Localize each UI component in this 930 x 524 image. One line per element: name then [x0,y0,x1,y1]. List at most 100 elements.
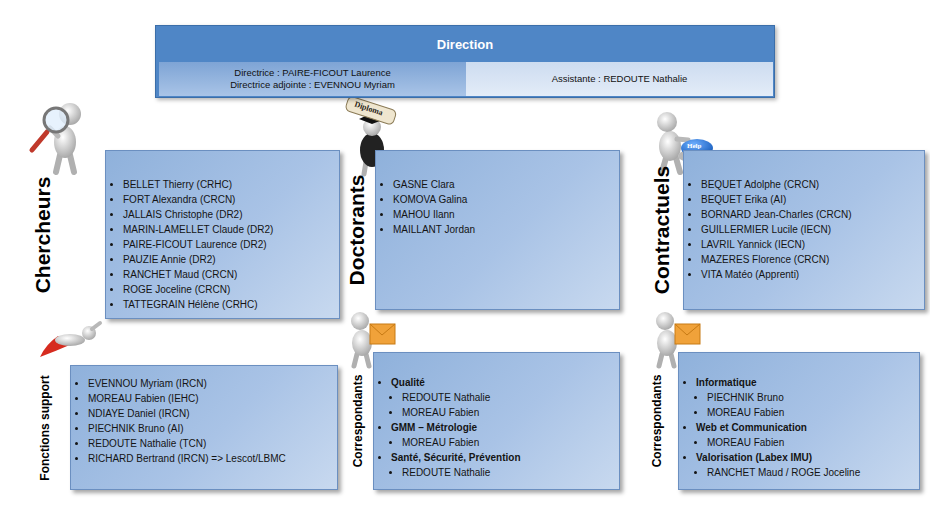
member-name: REDOUTE Nathalie [402,467,490,478]
group-box: CorrespondantsInformatiquePIECHNIK Bruno… [678,352,920,490]
list-item: PAUZIE Annie (DR2) [123,252,335,267]
list-item: EVENNOU Myriam (IRCN) [88,376,333,391]
member-name: RANCHET Maud (CRCN) [123,269,237,280]
info-cell: Assistante : REDOUTE Nathalie [466,62,773,96]
group-heading-holder: Correspondants [338,353,378,489]
group-heading: Doctorants [345,175,369,286]
graduate-icon-part [345,96,397,126]
list-item: MOREAU Fabien (IEHC) [88,391,333,406]
member-name: TATTEGRAIN Hélène (CRHC) [123,299,258,310]
list-item: MAZERES Florence (CRCN) [701,252,920,267]
list-item: MAILLANT Jordan [393,222,615,237]
category-name: Web et Communication [696,422,807,433]
researcher-icon [32,103,81,172]
group-box: Fonctions supportEVENNOU Myriam (IRCN)MO… [70,365,338,490]
list-item: PIECHNIK Bruno [707,390,915,405]
member-list: QualitéREDOUTE NathalieMOREAU FabienGMM … [374,375,619,484]
list-item: TATTEGRAIN Hélène (CRHC) [123,297,335,312]
member-name: REDOUTE Nathalie (TCN) [88,438,206,449]
member-name: MAHOU Ilann [393,209,455,220]
list-item: BORNARD Jean-Charles (CRCN) [701,207,920,222]
list-item: Web et Communication [696,420,915,435]
info-cell: Directrice : PAIRE-FICOUT LaurenceDirect… [159,62,466,96]
member-name: BEQUET Adolphe (CRCN) [701,179,819,190]
list-item: LAVRIL Yannick (IECN) [701,237,920,252]
member-name: MOREAU Fabien [402,407,479,418]
researcher-icon-part [44,108,68,132]
list-item: Valorisation (Labex IMU) [696,450,915,465]
member-name: REDOUTE Nathalie [402,392,490,403]
list-item: KOMOVA Galina [393,192,615,207]
member-name: BEQUET Erika (AI) [701,194,786,205]
list-item: REDOUTE Nathalie [402,390,615,405]
list-item: MOREAU Fabien [402,435,615,450]
info-line: Assistante : REDOUTE Nathalie [552,73,688,85]
icon-label: Help [687,142,701,150]
envelope-carrier-icon-part [657,330,677,356]
group-box: ChercheursBELLET Thierry (CRHC)FORT Alex… [105,150,340,319]
member-name: JALLAIS Christophe (DR2) [123,209,243,220]
member-list: InformatiquePIECHNIK BrunoMOREAU FabienW… [679,375,919,484]
list-item: MOREAU Fabien [707,405,915,420]
info-line: Directrice : PAIRE-FICOUT Laurence [234,67,390,79]
group-box: ContractuelsBEQUET Adolphe (CRCN)BEQUET … [683,150,925,310]
member-name: KOMOVA Galina [393,194,467,205]
member-name: MARIN-LAMELLET Claude (DR2) [123,224,273,235]
help-button-icon-part [659,131,681,161]
member-name: PAIRE-FICOUT Laurence (DR2) [123,239,267,250]
member-name: VITA Matéo (Apprenti) [701,269,799,280]
member-name: MAZERES Florence (CRCN) [701,254,829,265]
group-heading: Fonctions support [38,375,52,480]
member-name: MOREAU Fabien [402,437,479,448]
member-name: GASNE Clara [393,179,455,190]
list-item: BEQUET Erika (AI) [701,192,920,207]
list-item: REDOUTE Nathalie (TCN) [88,436,333,451]
list-item: MOREAU Fabien [707,435,915,450]
category-name: Santé, Sécurité, Prévention [391,452,521,463]
list-item: GMM – Métrologie [391,420,615,435]
envelope-carrier-icon-part [352,330,372,356]
list-item: Qualité [391,375,615,390]
category-name: GMM – Métrologie [391,422,477,433]
member-name: RANCHET Maud / ROGE Joceline [707,467,860,478]
member-name: NDIAYE Daniel (IRCN) [88,408,190,419]
group-heading: Contractuels [650,166,674,294]
list-item: RANCHET Maud / ROGE Joceline [707,465,915,480]
category-name: Valorisation (Labex IMU) [696,452,812,463]
group-heading: Chercheurs [31,176,55,293]
member-name: FORT Alexandra (CRCN) [123,194,235,205]
member-list: GASNE ClaraKOMOVA GalinaMAHOU IlannMAILL… [376,177,619,241]
member-name: PAUZIE Annie (DR2) [123,254,216,265]
member-list: EVENNOU Myriam (IRCN) MOREAU Fabien (IEHC… [71,376,337,470]
group-heading-holder: Chercheurs [23,151,63,318]
member-name: MOREAU Fabien [707,437,784,448]
superhero-icon-part [92,323,100,329]
member-name: PIECHNIK Bruno [707,392,784,403]
group-heading: Correspondants [351,375,365,468]
list-item: ROGE Joceline (CRCN) [123,282,335,297]
help-button-icon-part [677,139,688,140]
group-heading-holder: Fonctions support [25,366,65,489]
envelope-carrier-icon-part [370,324,395,335]
envelope-carrier-icon-part [351,312,369,330]
list-item: PAIRE-FICOUT Laurence (DR2) [123,237,335,252]
member-name: ROGE Joceline (CRCN) [123,284,230,295]
band-title: Direction [156,26,774,62]
list-item: Santé, Sécurité, Prévention [391,450,615,465]
member-name: MAILLANT Jordan [393,224,475,235]
envelope-carrier-icon-part [675,324,700,335]
member-name: MOREAU Fabien (IEHC) [88,393,199,404]
list-item: PIECHNIK Bruno (AI) [88,421,333,436]
list-item: BELLET Thierry (CRHC) [123,177,335,192]
member-list: BELLET Thierry (CRHC) FORT Alexandra (CRC… [106,177,339,316]
header-band: DirectionDirectrice : PAIRE-FICOUT Laure… [155,25,775,98]
member-name: RICHARD Bertrand (IRCN) => Lescot/LBMC [88,453,286,464]
group-box: CorrespondantsQualitéREDOUTE NathalieMOR… [373,352,620,490]
group-heading-holder: Doctorants [337,151,377,309]
member-name: BELLET Thierry (CRHC) [123,179,232,190]
list-item: RANCHET Maud (CRCN) [123,267,335,282]
list-item: NDIAYE Daniel (IRCN) [88,406,333,421]
member-name: BORNARD Jean-Charles (CRCN) [701,209,852,220]
list-item: REDOUTE Nathalie [402,465,615,480]
list-item: MAHOU Ilann [393,207,615,222]
